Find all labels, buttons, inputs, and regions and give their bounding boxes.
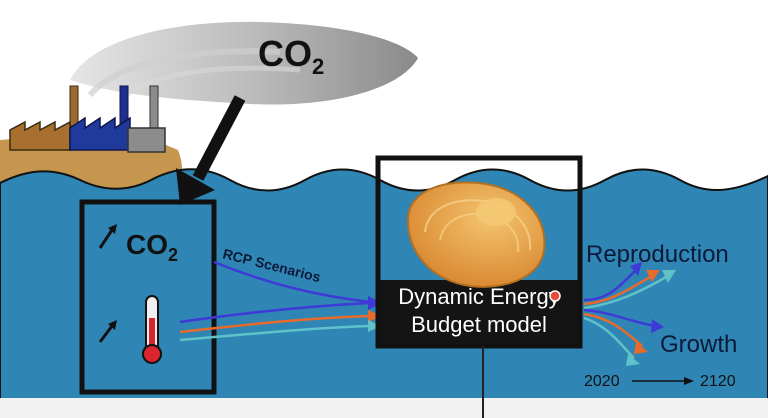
clam-shell-icon bbox=[406, 181, 546, 288]
growth-label: Growth bbox=[660, 331, 737, 358]
pointer-line-bottom bbox=[482, 398, 484, 418]
model-box bbox=[375, 155, 583, 349]
timeline-arrow-icon bbox=[632, 377, 694, 385]
pointer-dot bbox=[549, 290, 561, 302]
model-title-line2: Budget model bbox=[411, 312, 547, 337]
reproduction-label: Reproduction bbox=[586, 241, 729, 268]
co2-down-arrow-icon bbox=[176, 95, 246, 205]
factory-icon bbox=[9, 85, 166, 153]
smoke-plume-icon bbox=[70, 21, 418, 105]
year-start-label: 2020 bbox=[584, 373, 620, 390]
year-end-label: 2120 bbox=[700, 373, 736, 390]
co2-cloud-label: CO2 bbox=[258, 33, 324, 79]
environment-box bbox=[79, 199, 217, 395]
scenario-arrows-out bbox=[583, 262, 676, 366]
up-arrow-icon bbox=[98, 320, 117, 343]
bottom-strip bbox=[0, 398, 768, 418]
thermometer-icon bbox=[142, 295, 162, 364]
up-arrow-icon bbox=[98, 224, 117, 249]
scenario-arrows-in bbox=[179, 260, 382, 342]
model-title-line1: Dynamic Energy bbox=[398, 284, 559, 309]
co2-ocean-label: CO2 bbox=[126, 229, 178, 265]
model-label-panel bbox=[380, 280, 578, 344]
